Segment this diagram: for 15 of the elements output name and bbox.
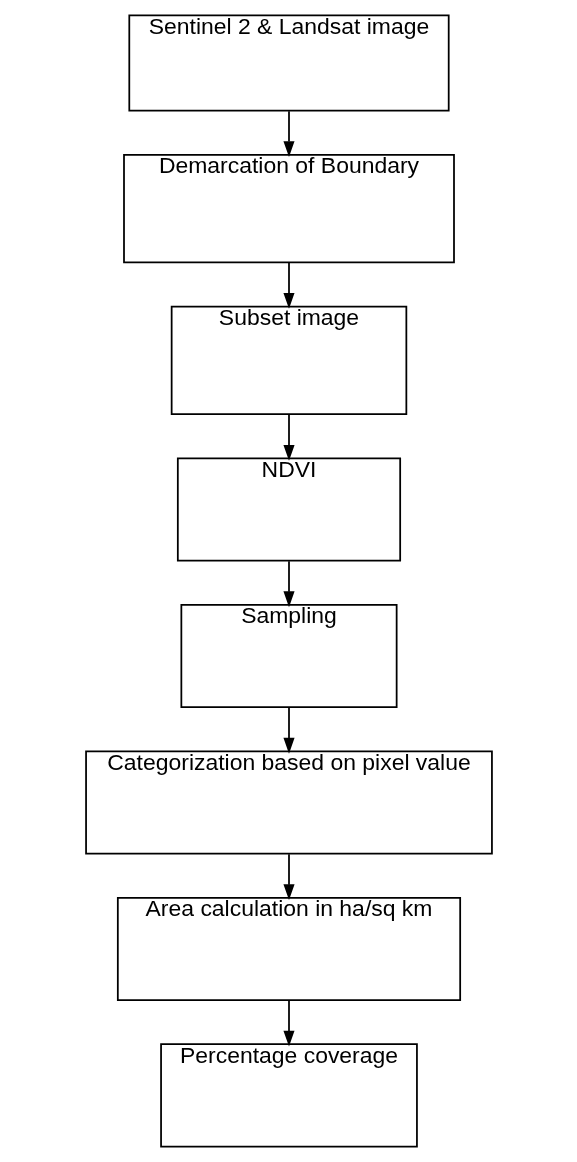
node-box: NDVI xyxy=(176,457,401,562)
node-box: Sentinel 2 & Landsat image xyxy=(127,14,450,112)
arrow xyxy=(282,853,295,901)
arrow xyxy=(282,110,295,158)
arrow xyxy=(282,262,295,309)
node-box: Categorization based on pixel value xyxy=(84,750,493,855)
node-box: Sampling xyxy=(179,603,398,709)
node-box: Demarcation of Boundary xyxy=(122,153,455,264)
node-box: Percentage coverage xyxy=(159,1043,418,1148)
node-box: Area calculation in ha/sq km xyxy=(116,896,461,1001)
arrow xyxy=(282,560,295,608)
arrow xyxy=(282,413,295,461)
arrow xyxy=(282,706,295,754)
arrow xyxy=(282,999,295,1047)
node-box: Subset image xyxy=(170,305,407,416)
